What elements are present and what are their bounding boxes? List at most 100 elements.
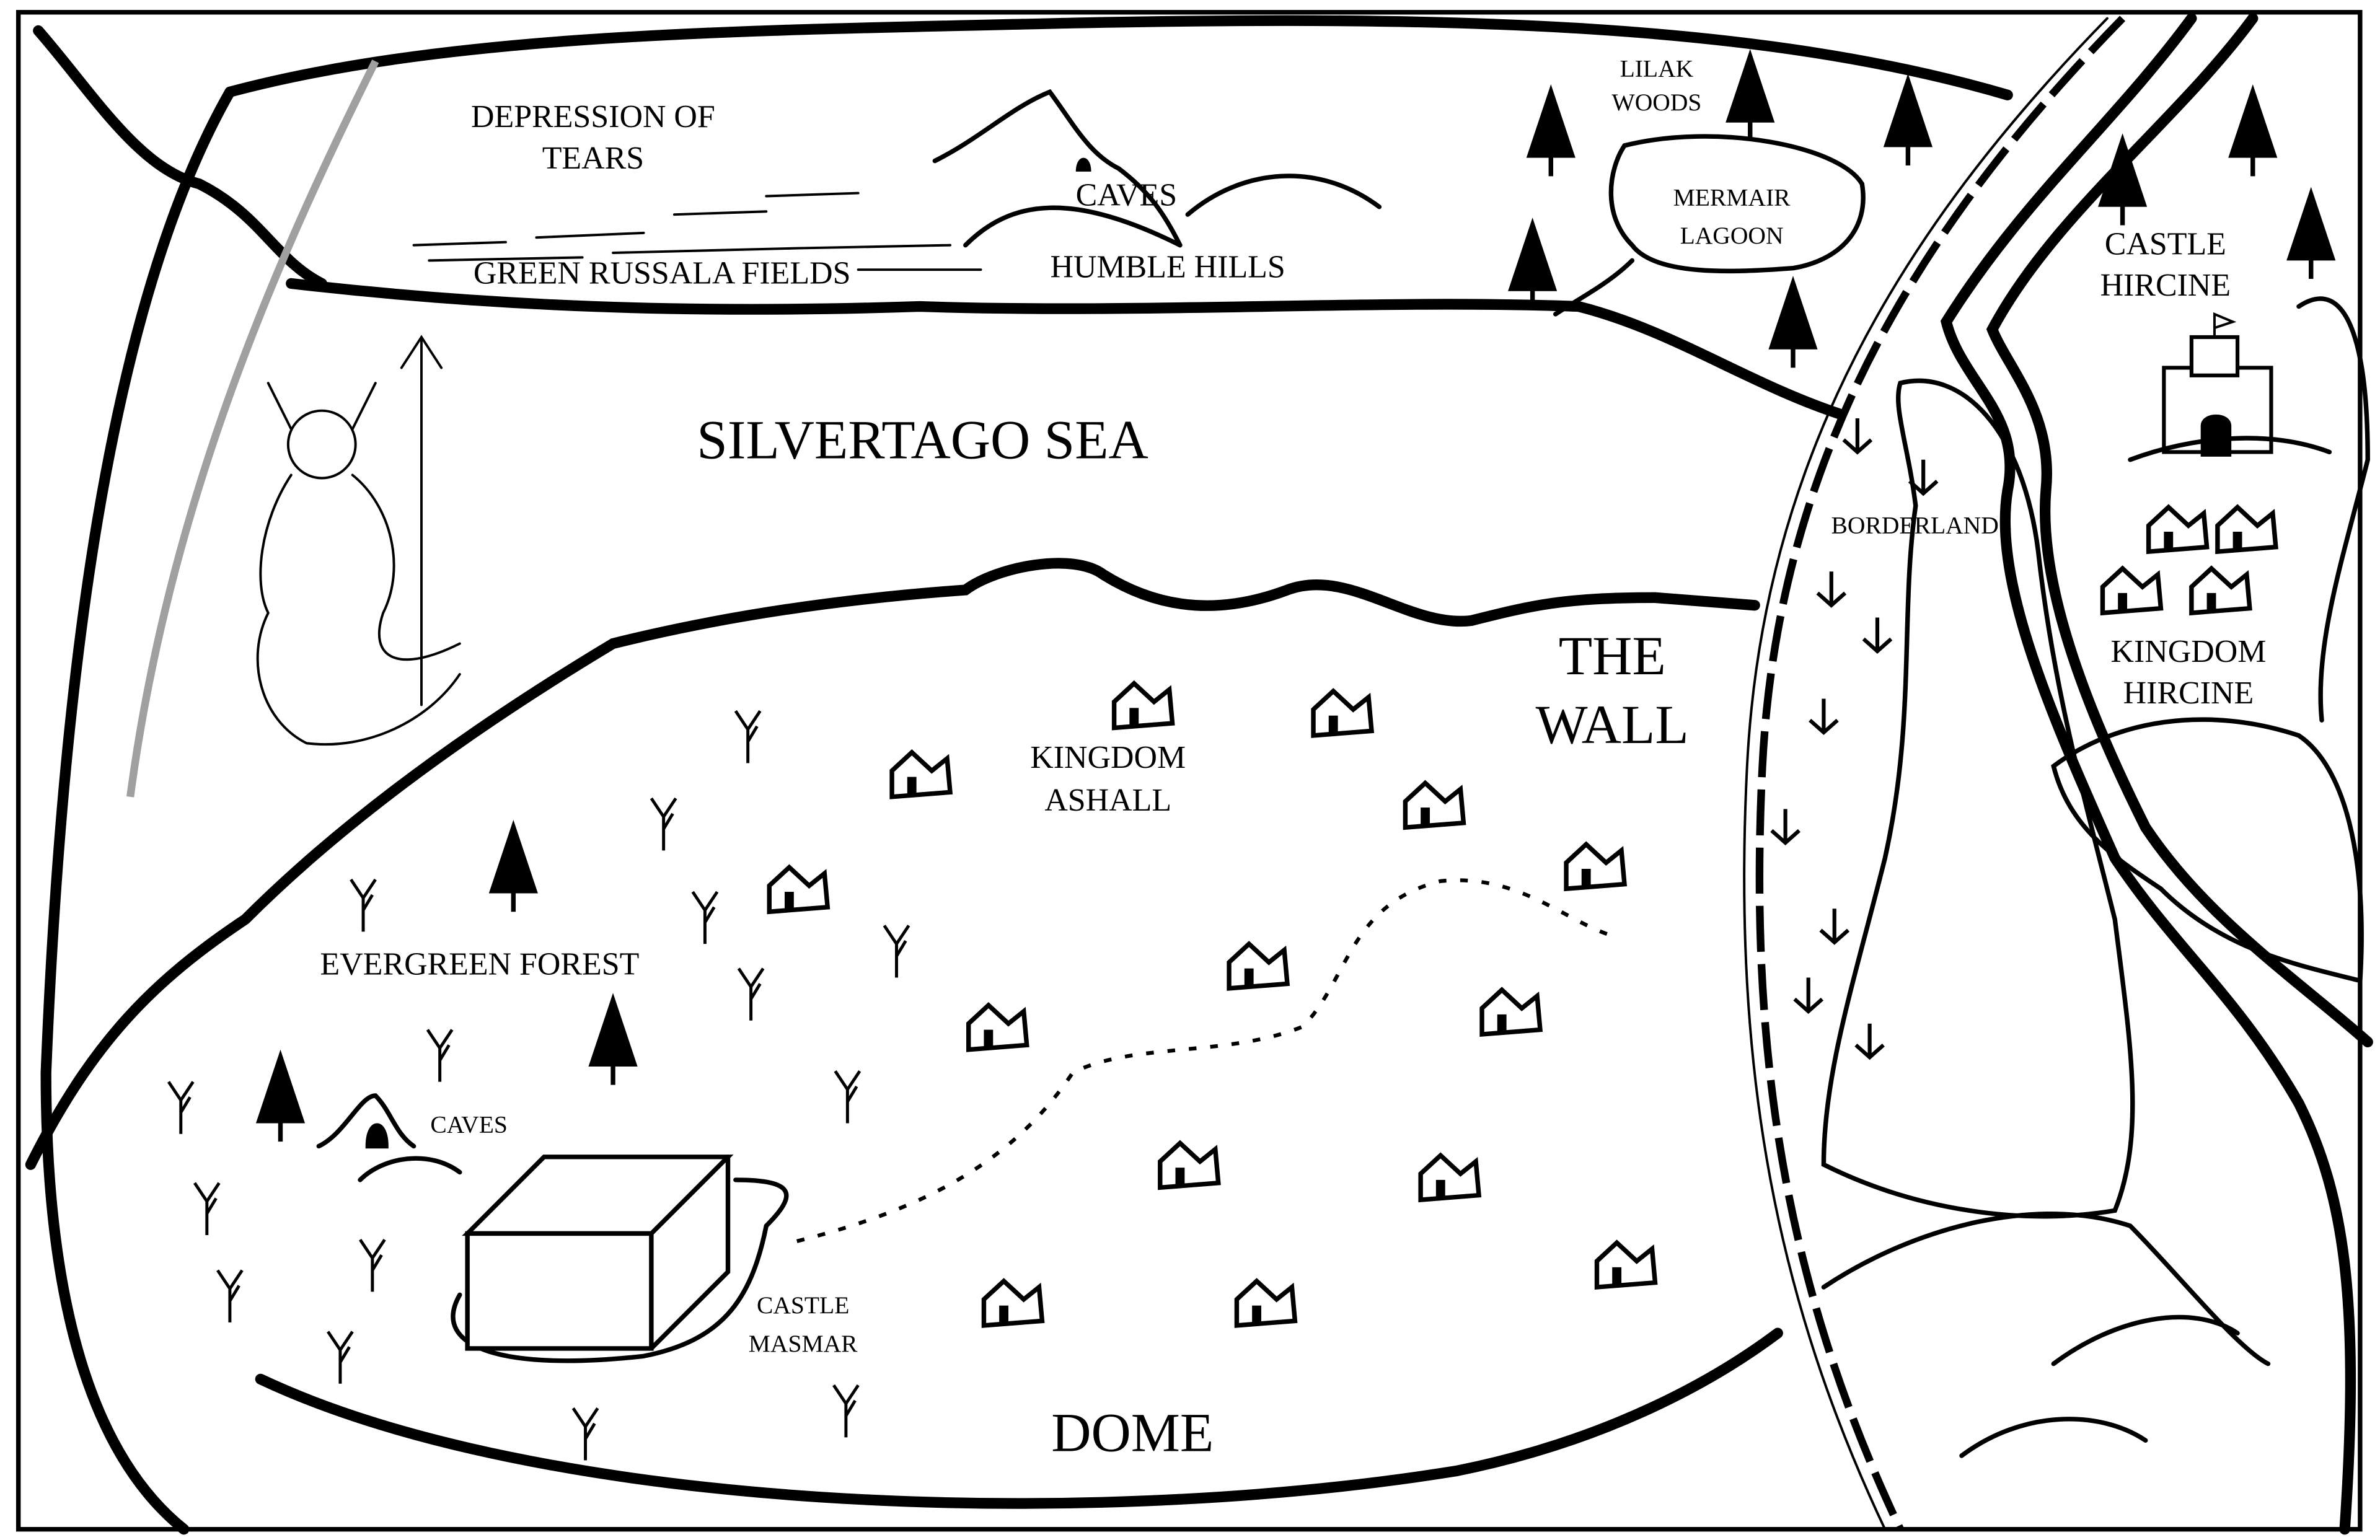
label-borderlands: BORDERLANDS	[1831, 511, 2012, 539]
bare-tree-icon	[426, 1029, 454, 1082]
southeast-hills	[1821, 1212, 2271, 1458]
bare-tree-icon	[193, 1182, 221, 1235]
house-door-icon	[1497, 1014, 1507, 1033]
pine-tree-icon	[2098, 133, 2148, 226]
bare-tree-icon	[350, 878, 377, 932]
bare-tree-icon	[737, 967, 765, 1021]
bare-tree-icon	[359, 1238, 386, 1292]
arrow-mark-icon	[1842, 418, 1873, 455]
label-caves-north: CAVES	[1076, 177, 1177, 213]
house-icon	[1311, 688, 1375, 738]
bare-tree-icon	[571, 1407, 599, 1461]
pine-tree-icon	[588, 993, 638, 1085]
label-castle-hircine: CASTLE	[2105, 226, 2226, 262]
label-mermair-lagoon-2: LAGOON	[1680, 222, 1784, 249]
bare-tree-icon	[734, 710, 762, 763]
map-frame	[15, 10, 2363, 1532]
house-door-icon	[2206, 592, 2216, 612]
label-silvertago-sea: SILVERTAGO SEA	[697, 410, 1148, 470]
kingdom-hircine-forest	[2051, 717, 2364, 984]
house-icon	[1227, 941, 1290, 991]
bare-tree-icon	[327, 1331, 354, 1384]
castle-hircine-icon	[2128, 312, 2332, 462]
hill-left	[963, 205, 1183, 248]
borderland-marks	[1770, 418, 1939, 1060]
label-castle-masmar: CASTLE	[757, 1291, 849, 1319]
house-door-icon	[1244, 968, 1254, 987]
house-door-icon	[1175, 1168, 1185, 1186]
pine-tree-icon	[1883, 73, 1933, 166]
house-icon	[2146, 504, 2210, 555]
pine-tree-icon	[2286, 187, 2336, 279]
house-icon	[1479, 987, 1543, 1037]
label-depression-of-tears-2: TEARS	[542, 141, 644, 176]
label-the-wall: THE	[1559, 626, 1666, 687]
label-dome: DOME	[1051, 1403, 1214, 1464]
label-lilak-woods-2: WOODS	[1611, 89, 1701, 116]
arrow-mark-icon	[1854, 1023, 1885, 1060]
house-icon	[1594, 1239, 1658, 1290]
east-forest-edge	[2296, 296, 2370, 723]
humble-hill	[1185, 174, 1382, 217]
house-door-icon	[2232, 532, 2242, 550]
arrow-mark-icon	[1816, 571, 1847, 608]
house-door-icon	[1421, 807, 1430, 826]
house-icon	[2215, 504, 2278, 555]
house-icon	[1158, 1140, 1221, 1190]
arrow-mark-icon	[1908, 459, 1939, 496]
bare-trees	[167, 710, 910, 1461]
house-door-icon	[1435, 1179, 1445, 1199]
south-shore	[25, 558, 1760, 1170]
house-icon	[1403, 780, 1466, 830]
label-castle-hircine-2: HIRCINE	[2100, 268, 2231, 303]
house-door-icon	[1612, 1267, 1622, 1286]
field-lines	[412, 191, 982, 271]
trees	[255, 49, 2336, 1142]
house-icon	[1111, 680, 1175, 731]
house-icon	[2100, 565, 2164, 616]
house-icon	[2189, 565, 2252, 616]
the-wall-inner	[1743, 17, 2109, 1531]
label-caves-south: CAVES	[430, 1111, 508, 1138]
bare-tree-icon	[216, 1269, 244, 1322]
house-door-icon	[1581, 868, 1591, 887]
caves-south-icon	[316, 1093, 462, 1182]
house-icon	[889, 749, 953, 799]
label-kingdom-ashall: KINGDOM	[1030, 740, 1186, 775]
label-the-wall-2: WALL	[1536, 695, 1689, 755]
house-icon	[966, 1002, 1029, 1052]
house-icon	[767, 864, 831, 915]
pine-tree-icon	[255, 1049, 306, 1142]
house-icon	[1418, 1152, 1482, 1203]
house-door-icon	[1252, 1305, 1261, 1324]
house-icon	[1564, 841, 1628, 892]
north-border	[224, 15, 2013, 100]
river-east-bank	[1986, 13, 2373, 1048]
bare-tree-icon	[650, 797, 677, 851]
river-west-bank	[1940, 13, 2356, 1535]
mountain	[932, 89, 1183, 248]
house-door-icon	[984, 1029, 994, 1049]
house-door-icon	[1129, 708, 1139, 727]
cave-entrance-north	[1075, 157, 1091, 172]
pine-tree-icon	[1508, 218, 1558, 310]
label-mermair-lagoon: MERMAIR	[1673, 183, 1791, 211]
arrow-mark-icon	[1809, 698, 1839, 736]
north-shore	[286, 278, 1844, 420]
house-door-icon	[2164, 532, 2174, 550]
label-evergreen-forest: EVERGREEN FOREST	[320, 947, 640, 982]
house-icon	[1234, 1278, 1298, 1328]
label-kingdom-ashall-2: ASHALL	[1044, 783, 1171, 818]
bare-tree-icon	[691, 891, 719, 944]
bare-tree-icon	[883, 925, 910, 978]
label-castle-masmar-2: MASMAR	[749, 1330, 858, 1357]
house-door-icon	[907, 777, 917, 796]
lagoon-stream	[1553, 258, 1635, 317]
bare-tree-icon	[834, 1070, 862, 1124]
house-icon	[981, 1278, 1045, 1328]
bare-tree-icon	[167, 1081, 195, 1134]
houses	[767, 504, 2278, 1328]
label-green-russala-fields: GREEN RUSSALA FIELDS	[474, 255, 851, 291]
house-door-icon	[999, 1305, 1008, 1324]
